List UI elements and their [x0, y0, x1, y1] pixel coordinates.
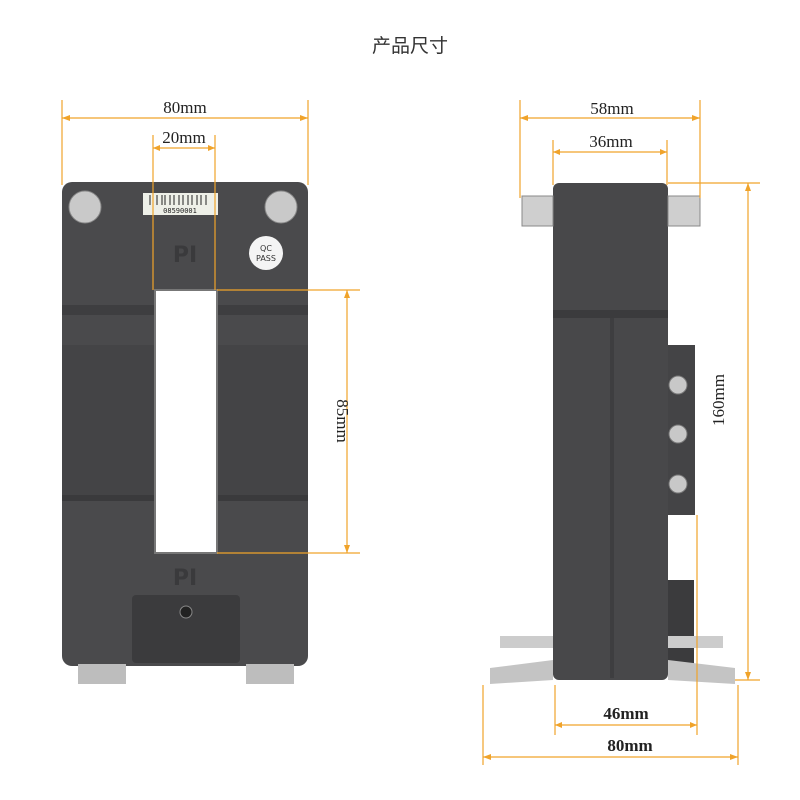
- barcode-number: 08590001: [163, 207, 197, 215]
- base-inner-label: 46mm: [603, 704, 648, 723]
- front-view: 08590001 PI PI QC PASS: [62, 182, 308, 684]
- terminal-screw-icon: [668, 474, 688, 494]
- mounting-foot: [246, 664, 294, 684]
- mounting-foot: [78, 664, 126, 684]
- primary-window: [154, 289, 218, 554]
- knob-screw-icon: [521, 195, 554, 227]
- side-overall-label: 58mm: [590, 99, 633, 118]
- window-width-label: 20mm: [162, 128, 205, 147]
- qc-pass-badge: [249, 236, 283, 270]
- mounting-screw-icon: [68, 190, 102, 224]
- logo-bottom: PI: [173, 566, 197, 591]
- side-view: [490, 183, 735, 684]
- dimension-arrows: [62, 115, 751, 760]
- terminal-screw-icon: [668, 375, 688, 395]
- mounting-screw-icon: [264, 190, 298, 224]
- logo: PI: [173, 243, 197, 268]
- page-title: 产品尺寸: [372, 35, 448, 57]
- connector-cover: [132, 595, 240, 663]
- mounting-foot: [490, 660, 553, 684]
- height-label: 160mm: [709, 374, 728, 426]
- pass-text: PASS: [256, 254, 276, 263]
- terminal-screw-icon: [668, 424, 688, 444]
- dimension-lines: [61, 100, 760, 765]
- window-height-label: 85mm: [333, 399, 352, 442]
- side-depth-label: 36mm: [589, 132, 632, 151]
- front-width-label: 80mm: [163, 98, 206, 117]
- base-outer-label: 80mm: [607, 736, 652, 755]
- qc-text: QC: [260, 244, 272, 253]
- knob-screw-icon: [667, 195, 701, 227]
- mounting-foot: [668, 660, 735, 684]
